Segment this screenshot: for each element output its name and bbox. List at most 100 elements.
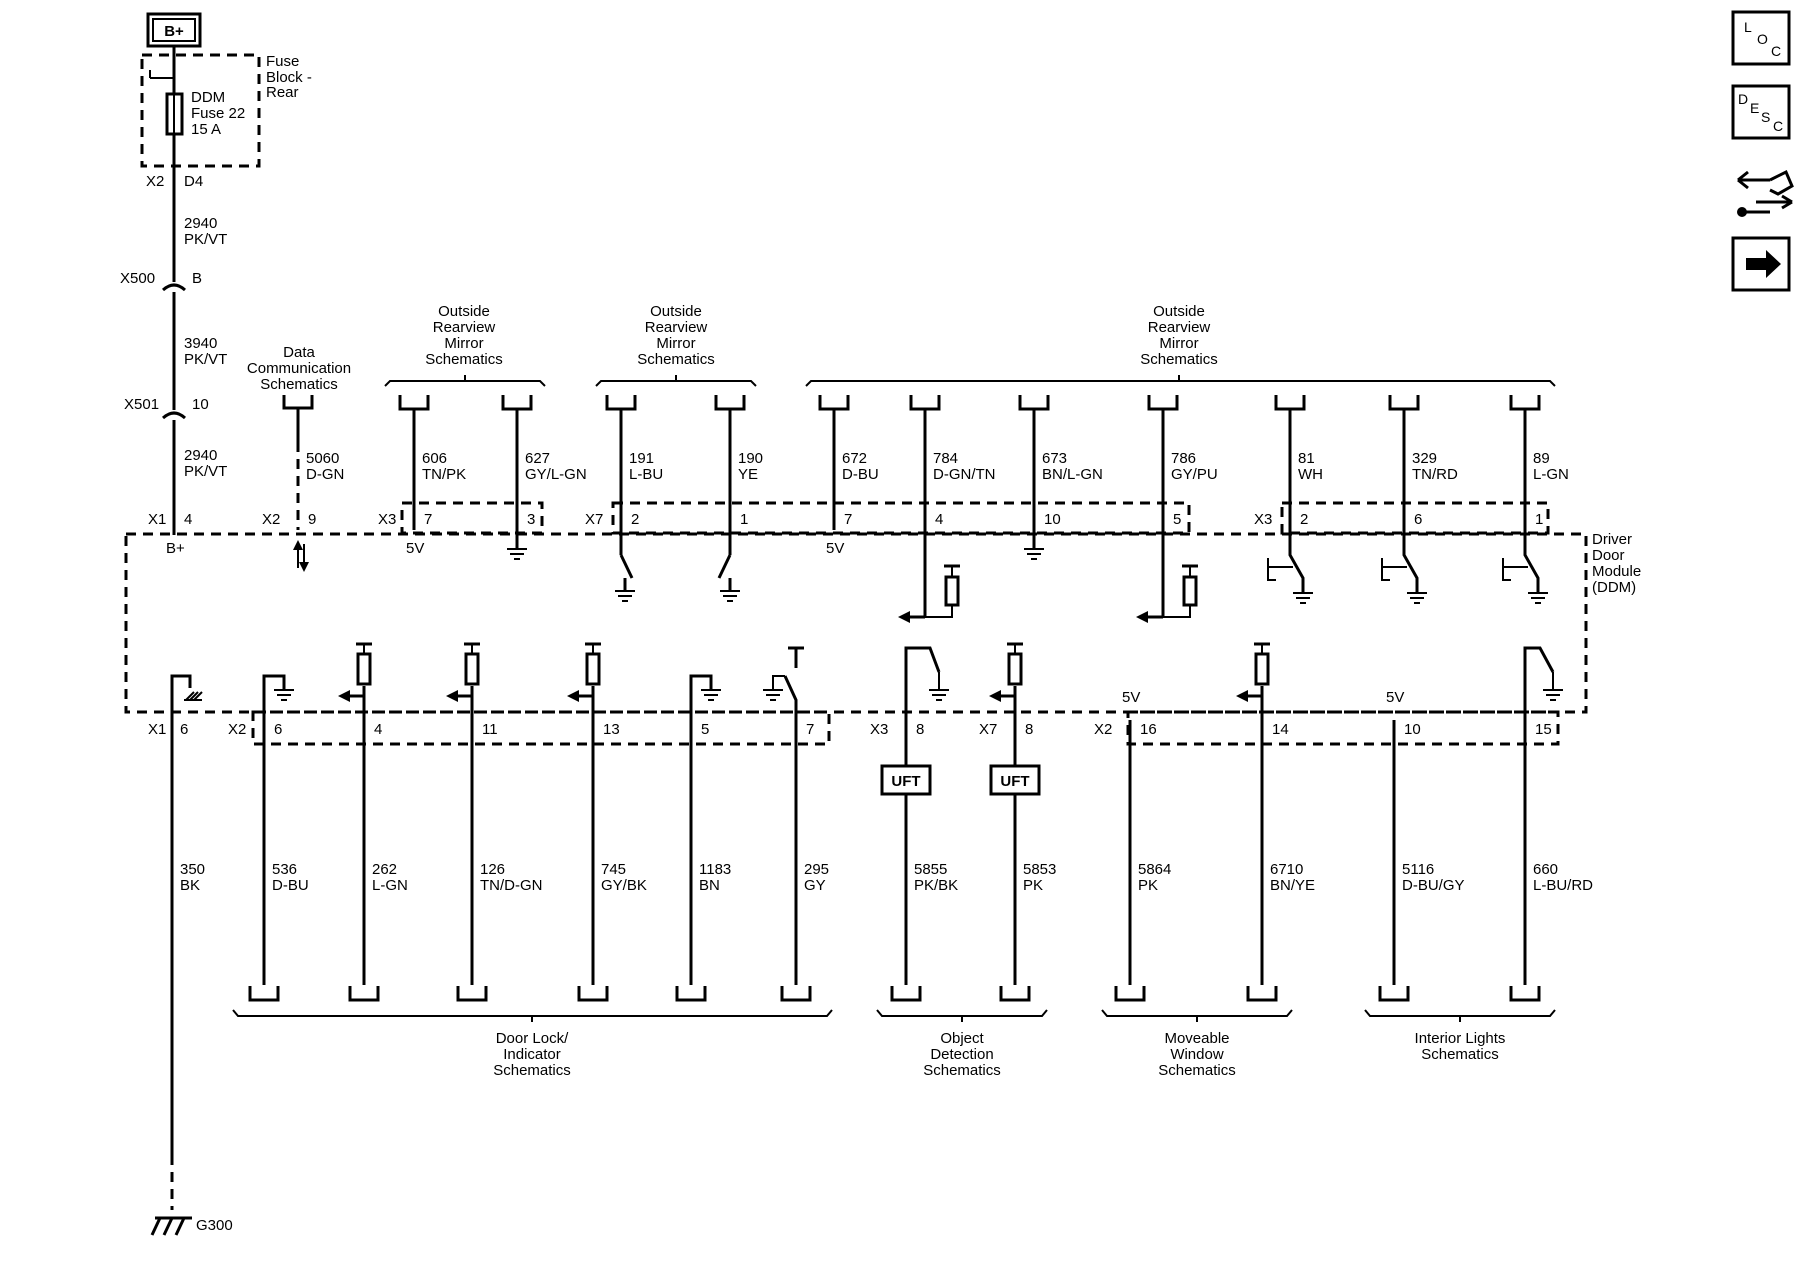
top-wire-color: D-GN	[306, 466, 344, 483]
svg-text:C: C	[1771, 43, 1781, 59]
bottom-wire-note: 5V	[1122, 689, 1140, 706]
top-wire-circuit: 329	[1412, 450, 1437, 467]
top-wire-connector: X3	[1254, 511, 1272, 528]
bottom-wire-circuit: 295	[804, 861, 829, 878]
x500-label: X500	[120, 270, 155, 287]
top-wire-pin: 9	[308, 511, 316, 528]
connector-symbol	[456, 986, 488, 1002]
bottom-wire-color: TN/D-GN	[480, 877, 543, 894]
supply-wire-1-color: PK/VT	[184, 231, 227, 248]
top-group-1-line-1: Data	[283, 344, 315, 361]
bottom-group-1-line-2: Indicator	[503, 1046, 561, 1063]
top-wire-pin: 7	[424, 511, 432, 528]
top-wire-circuit: 672	[842, 450, 867, 467]
bottom-wire-color: BK	[180, 877, 200, 894]
bottom-group-4-line-1: Interior Lights	[1415, 1030, 1506, 1047]
fuse-block-label-2: Block -	[266, 69, 312, 86]
bottom-wire-color: D-BU/GY	[1402, 877, 1465, 894]
bottom-group-3-line-2: Window	[1170, 1046, 1224, 1063]
connector-symbol	[577, 986, 609, 1002]
top-group-1-line-2: Communication	[247, 360, 351, 377]
x1-bottom-pin: 6	[180, 721, 188, 738]
bottom-wire-pin: 11	[482, 721, 498, 738]
bottom-group-2-line-3: Schematics	[923, 1062, 1001, 1079]
top-wire-pin: 10	[1044, 511, 1061, 528]
top-group-2-line-3: Mirror	[444, 335, 483, 352]
connector-symbol	[248, 986, 280, 1002]
svg-text:O: O	[1757, 31, 1768, 47]
top-group-3-line-1: Outside	[650, 303, 702, 320]
bottom-wire-circuit: 660	[1533, 861, 1558, 878]
connector-symbol	[1114, 986, 1146, 1002]
bottom-wire-connector: X2	[228, 721, 246, 738]
bottom-wires: 350BK6X2536D-BU4262L-GN11126TN/D-GN13745…	[180, 689, 1593, 1002]
driver-door-module: Driver Door Module (DDM)	[124, 501, 1641, 746]
top-wire-circuit: 786	[1171, 450, 1196, 467]
connector-symbol	[1274, 395, 1306, 411]
top-group-4-line-1: Outside	[1153, 303, 1205, 320]
bottom-wire-circuit: 350	[180, 861, 205, 878]
bottom-wire-circuit: 1183	[699, 861, 731, 878]
top-group-3-line-3: Mirror	[656, 335, 695, 352]
ground-name: G300	[196, 1217, 233, 1234]
pullup-resistor	[567, 642, 601, 720]
bottom-group-2-line-1: Object	[940, 1030, 984, 1047]
connector-symbol	[605, 395, 637, 411]
module-internals-top	[293, 530, 1548, 623]
x501-pin: 10	[192, 396, 209, 413]
bottom-group-4-line-2: Schematics	[1421, 1046, 1499, 1063]
bottom-wire-pin: 4	[374, 721, 382, 738]
bottom-wire-color: GY/BK	[601, 877, 647, 894]
top-wire-color: L-BU	[629, 466, 663, 483]
connector-symbol	[714, 395, 746, 411]
top-wire-circuit: 784	[933, 450, 958, 467]
top-wire-pin: 7	[844, 511, 852, 528]
supply-wire-2-color: PK/VT	[184, 351, 227, 368]
bottom-group-2-line-2: Detection	[930, 1046, 993, 1063]
top-wire-connector: X3	[378, 511, 396, 528]
connector-symbol	[1018, 395, 1050, 411]
module-name-2: Door	[1592, 547, 1625, 564]
connector-symbol	[675, 986, 707, 1002]
bottom-wire-pin: 14	[1272, 721, 1289, 738]
bottom-wire-circuit: 6710	[1270, 861, 1303, 878]
bottom-wire-pin: 13	[603, 721, 620, 738]
fuse-pin: D4	[184, 173, 203, 190]
top-wire-pin: 4	[935, 511, 943, 528]
bottom-wire-circuit: 262	[372, 861, 397, 878]
top-wire-color: WH	[1298, 466, 1323, 483]
module-name-1: Driver	[1592, 531, 1632, 548]
connector-symbol	[501, 395, 533, 411]
bottom-wire-circuit: 745	[601, 861, 626, 878]
x1-bottom-connector: X1	[148, 721, 166, 738]
connector-tool-icon[interactable]	[1737, 169, 1794, 217]
top-wire-note: 5V	[826, 540, 844, 557]
top-wire-circuit: 89	[1533, 450, 1550, 467]
supply-section: B+ Fuse Block - Rear DDM Fuse 22 15 A X2…	[140, 12, 312, 190]
connector-symbol	[999, 986, 1031, 1002]
top-group-3-line-2: Rearview	[645, 319, 708, 336]
desc-icon[interactable]: D E S C	[1731, 84, 1791, 140]
loc-icon[interactable]: L O C	[1731, 10, 1791, 66]
bottom-wire-connector: X2	[1094, 721, 1112, 738]
top-wire-color: D-GN/TN	[933, 466, 996, 483]
bottom-wire-color: BN/YE	[1270, 877, 1315, 894]
bottom-wire-color: D-BU	[272, 877, 309, 894]
top-wire-pin: 6	[1414, 511, 1422, 528]
next-arrow-icon[interactable]	[1731, 236, 1791, 292]
